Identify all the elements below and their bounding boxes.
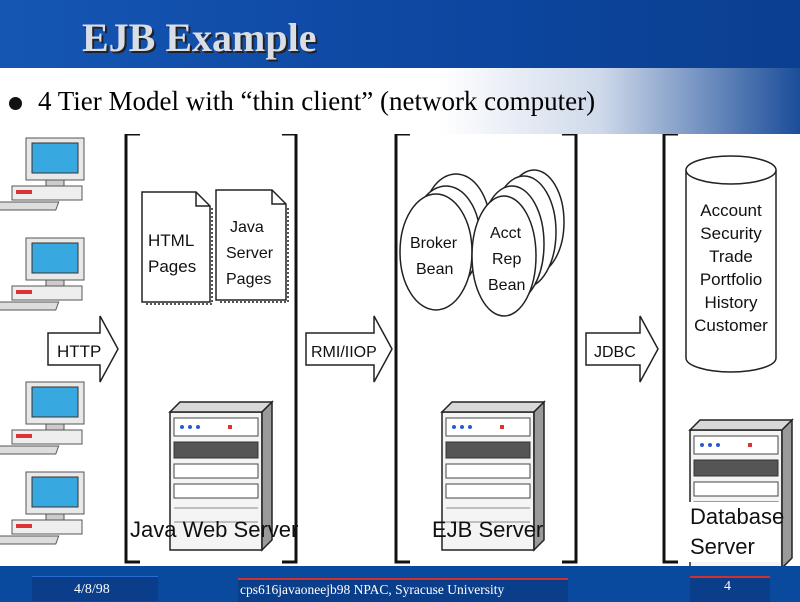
db-table-customer: Customer — [694, 316, 768, 335]
client-computer-icon — [0, 381, 85, 455]
bullet-dot-icon — [9, 97, 22, 110]
http-arrow-icon: HTTP — [47, 315, 119, 383]
html-pages-line2: Pages — [148, 257, 196, 276]
footer-source-box — [238, 578, 568, 602]
database-tables-list: Account Security Trade Portfolio History… — [694, 201, 768, 335]
footer-source: cps616javaoneejb98 NPAC, Syracuse Univer… — [240, 582, 505, 597]
ejb-server-label: EJB Server — [432, 517, 543, 542]
db-table-history: History — [705, 293, 758, 312]
acct-rep-bean-line1: Acct — [490, 225, 522, 242]
db-table-portfolio: Portfolio — [700, 270, 762, 289]
broker-bean-line1: Broker — [410, 235, 458, 252]
slide-title: EJB Example — [82, 15, 317, 60]
web-server-label: Java Web Server — [130, 517, 298, 542]
db-table-account: Account — [700, 201, 762, 220]
footer-date: 4/8/98 — [74, 582, 110, 597]
client-computer-icon — [0, 471, 85, 545]
jsp-line1: Java — [230, 219, 264, 236]
database-server-label-line1: Database — [690, 504, 784, 529]
bullet-text: 4 Tier Model with “thin client” (network… — [38, 86, 596, 116]
acct-rep-bean-line2: Rep — [492, 251, 521, 268]
jdbc-arrow-icon: JDBC — [585, 315, 659, 383]
client-computer-icon — [0, 137, 85, 211]
html-pages-line1: HTML — [148, 231, 194, 250]
client-computer-icon — [0, 237, 85, 311]
bullet-band — [0, 68, 800, 134]
db-table-security: Security — [700, 224, 762, 243]
web-tier-bracket — [124, 134, 298, 564]
title-band — [0, 0, 800, 68]
footer-page-number: 4 — [724, 579, 731, 594]
html-pages-document: HTML Pages — [141, 191, 213, 305]
acct-rep-bean-line3: Bean — [488, 277, 525, 294]
acct-rep-bean-stack — [471, 169, 565, 317]
broker-bean-line2: Bean — [416, 261, 453, 278]
database-cylinder-icon — [685, 155, 777, 373]
jsp-pages-document: Java Server Pages — [215, 189, 289, 303]
footer-date-box — [32, 576, 158, 601]
footer-page-box — [690, 576, 770, 602]
rmi-label: RMI/IIOP — [311, 344, 377, 361]
architecture-diagram: HTTP RMI/IIOP JDBC HTML Pages Java Serve… — [0, 134, 793, 566]
database-server-label-line2: Server — [690, 534, 755, 559]
jdbc-label: JDBC — [594, 344, 636, 361]
rmi-arrow-icon: RMI/IIOP — [305, 315, 393, 383]
jsp-line2: Server — [226, 245, 274, 262]
db-table-trade: Trade — [709, 247, 753, 266]
diagram-area — [0, 134, 800, 566]
db-label-background — [684, 502, 780, 562]
db-tier-bracket — [662, 134, 678, 564]
jsp-line3: Pages — [226, 271, 271, 288]
ejb-tier-bracket — [394, 134, 578, 564]
http-label: HTTP — [57, 342, 101, 361]
